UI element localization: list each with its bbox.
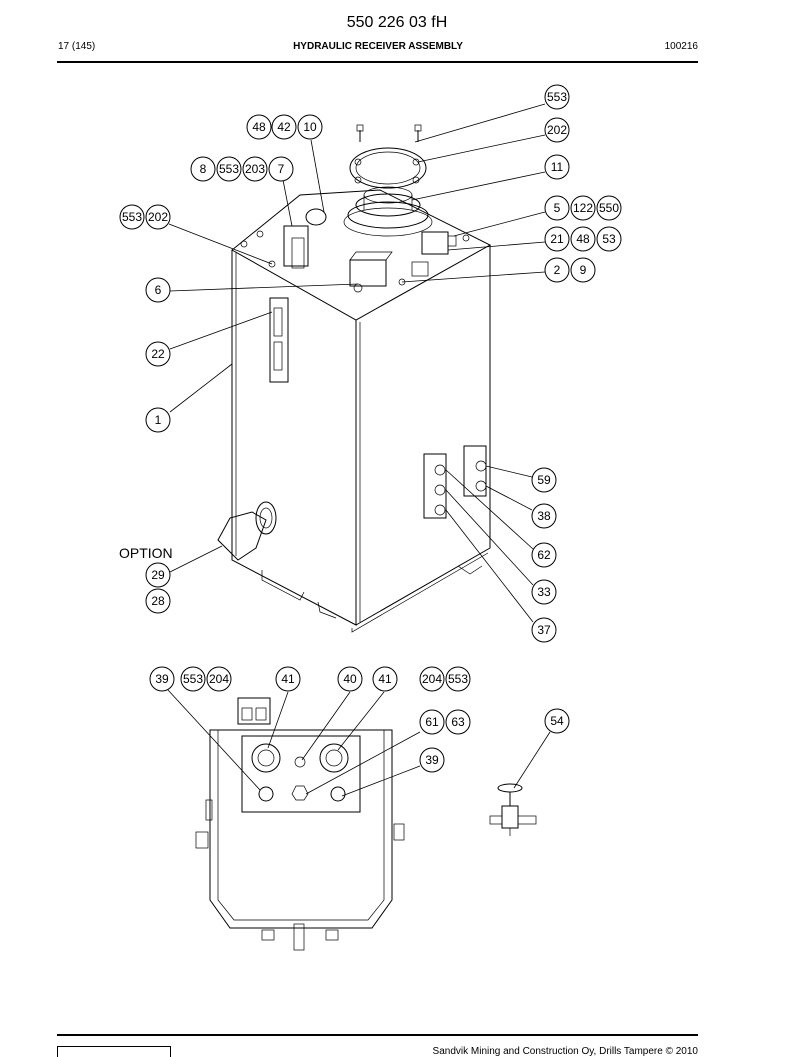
callout-number: 122	[573, 201, 593, 215]
callout-63: 63	[445, 709, 471, 735]
callout-number: 7	[278, 162, 285, 176]
callout-number: 21	[550, 232, 564, 246]
callout-62: 62	[531, 542, 557, 568]
callout-number: 553	[122, 210, 142, 224]
callout-number: 553	[547, 90, 567, 104]
callout-11: 11	[544, 154, 570, 180]
callout-number: 1	[155, 413, 162, 427]
callout-204: 204	[419, 666, 445, 692]
callout-number: 38	[537, 509, 551, 523]
front-view-illustration	[195, 697, 405, 951]
tank-illustration	[217, 124, 492, 633]
callout-203: 203	[242, 156, 268, 182]
callout-39: 39	[419, 747, 445, 773]
callout-number: 53	[602, 232, 616, 246]
callout-number: 6	[155, 283, 162, 297]
callout-41: 41	[372, 666, 398, 692]
callout-number: 5	[554, 201, 561, 215]
callout-38: 38	[531, 503, 557, 529]
footer-rule	[57, 1034, 698, 1036]
callout-5: 5	[544, 195, 570, 221]
callout-28: 28	[145, 588, 171, 614]
callout-number: 63	[451, 715, 465, 729]
callout-number: 8	[200, 162, 207, 176]
page-number: 17 (145)	[58, 41, 96, 52]
callout-10: 10	[297, 114, 323, 140]
callout-number: 28	[151, 594, 165, 608]
callout-122: 122	[570, 195, 596, 221]
callout-54: 54	[544, 708, 570, 734]
callout-53: 53	[596, 226, 622, 252]
callout-number: 204	[209, 672, 229, 686]
callout-number: 48	[252, 120, 266, 134]
callout-553: 553	[216, 156, 242, 182]
callout-553: 553	[544, 84, 570, 110]
callout-553: 553	[180, 666, 206, 692]
callout-8: 8	[190, 156, 216, 182]
callout-202: 202	[544, 117, 570, 143]
footer-copyright: Sandvik Mining and Construction Oy, Dril…	[432, 1046, 698, 1057]
callout-61: 61	[419, 709, 445, 735]
callout-553: 553	[119, 204, 145, 230]
callout-number: 29	[151, 568, 165, 582]
callout-48: 48	[570, 226, 596, 252]
callout-202: 202	[145, 204, 171, 230]
callout-21: 21	[544, 226, 570, 252]
callout-2: 2	[544, 257, 570, 283]
header-rule	[57, 61, 698, 63]
callout-number: 39	[425, 753, 439, 767]
callout-number: 202	[148, 210, 168, 224]
callout-number: 33	[537, 585, 551, 599]
page-title: HYDRAULIC RECEIVER ASSEMBLY	[293, 41, 463, 52]
callout-number: 39	[155, 672, 169, 686]
callout-number: 553	[183, 672, 203, 686]
callout-48: 48	[246, 114, 272, 140]
callout-40: 40	[337, 666, 363, 692]
callout-550: 550	[596, 195, 622, 221]
callout-number: 553	[219, 162, 239, 176]
callout-number: 2	[554, 263, 561, 277]
callout-9: 9	[570, 257, 596, 283]
callout-22: 22	[145, 341, 171, 367]
callout-number: 59	[537, 473, 551, 487]
callout-number: 40	[343, 672, 357, 686]
document-number: 550 226 03 fH	[346, 14, 448, 31]
callout-number: 553	[448, 672, 468, 686]
callout-number: 203	[245, 162, 265, 176]
callout-number: 37	[537, 623, 551, 637]
callout-number: 62	[537, 548, 551, 562]
callout-39: 39	[149, 666, 175, 692]
company-logo	[57, 1046, 171, 1057]
callout-42: 42	[271, 114, 297, 140]
callout-number: 48	[576, 232, 590, 246]
callout-number: 10	[303, 120, 317, 134]
callout-6: 6	[145, 277, 171, 303]
callout-204: 204	[206, 666, 232, 692]
callout-number: 41	[281, 672, 295, 686]
callout-7: 7	[268, 156, 294, 182]
callout-number: 42	[277, 120, 291, 134]
callout-59: 59	[531, 467, 557, 493]
callout-number: 41	[378, 672, 392, 686]
callout-41: 41	[275, 666, 301, 692]
leader-lines	[167, 103, 551, 797]
callout-29: 29	[145, 562, 171, 588]
document-code: 100216	[664, 41, 698, 52]
callout-number: 202	[547, 123, 567, 137]
callout-1: 1	[145, 407, 171, 433]
callout-number: 22	[151, 347, 165, 361]
callout-553: 553	[445, 666, 471, 692]
option-label: OPTION	[119, 545, 173, 561]
valve-illustration	[489, 783, 537, 836]
callout-number: 61	[425, 715, 439, 729]
callout-number: 54	[550, 714, 564, 728]
callout-bubbles: 553 202 48 42 10 8 553 203 7 11 553 202 …	[119, 84, 622, 773]
callout-number: 9	[580, 263, 587, 277]
callout-number: 204	[422, 672, 442, 686]
callout-33: 33	[531, 579, 557, 605]
callout-37: 37	[531, 617, 557, 643]
callout-number: 550	[599, 201, 619, 215]
callout-number: 11	[551, 160, 564, 174]
